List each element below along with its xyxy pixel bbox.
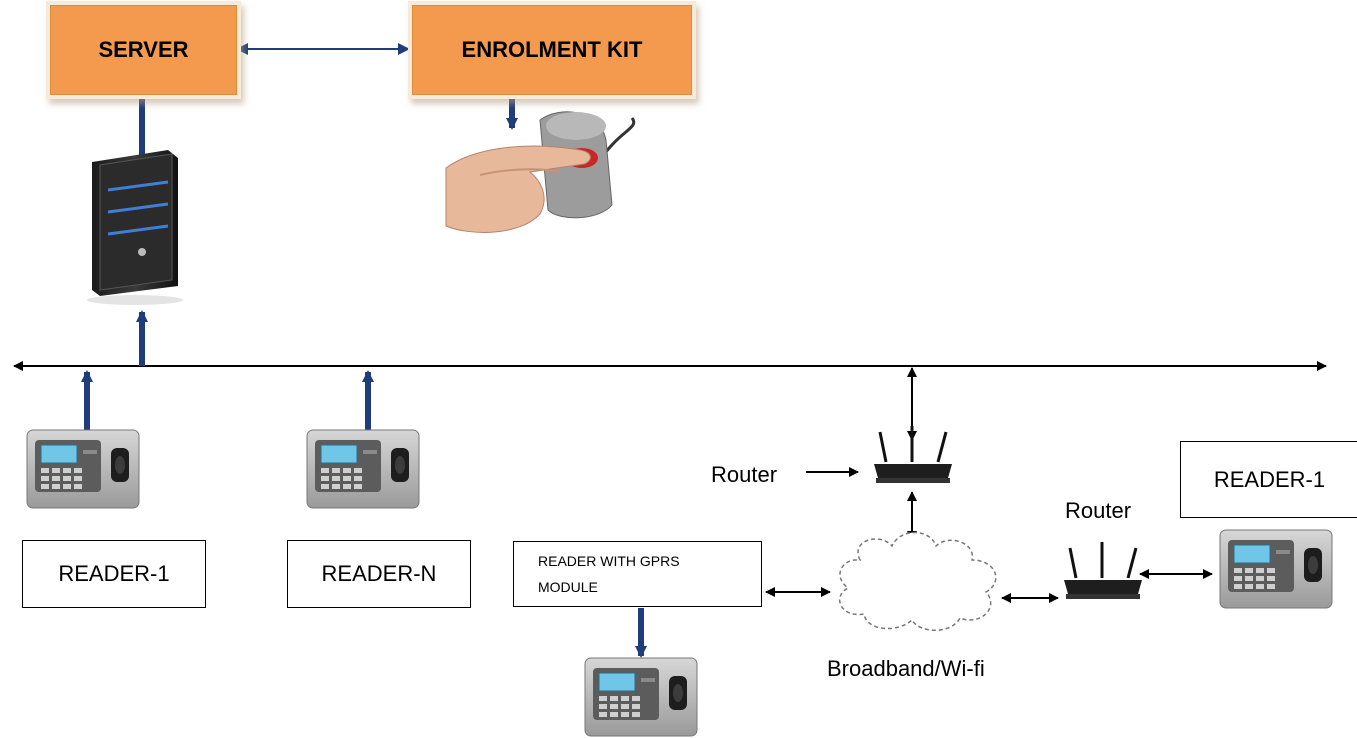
reader-1-label: READER-1 <box>58 561 170 586</box>
readern-device-image <box>306 429 420 509</box>
server-tower-image <box>87 150 183 305</box>
reader-right-device-image <box>1219 529 1333 609</box>
reader-n-box: READER-N <box>287 540 471 608</box>
router-right-label: Router <box>1065 498 1132 523</box>
server-box: SERVER <box>50 5 237 95</box>
broadband-label: Broadband/Wi-fi <box>827 656 985 681</box>
reader1-device-image <box>26 429 140 509</box>
enrolment-kit-label: ENROLMENT KIT <box>461 37 643 62</box>
reader-gprs-label-line1: READER WITH GPRS <box>538 553 680 569</box>
router-right-image <box>1062 540 1144 601</box>
enrolment-kit-box: ENROLMENT KIT <box>412 5 692 95</box>
server-box-label: SERVER <box>98 37 189 62</box>
reader-n-label: READER-N <box>321 561 437 586</box>
reader-1-box: READER-1 <box>22 540 206 608</box>
fingerprint-scanner-image <box>445 111 636 233</box>
reader-1-right-box: READER-1 <box>1180 441 1357 518</box>
broadband-cloud <box>838 531 997 631</box>
gprs-reader-device-image <box>584 657 698 737</box>
reader-gprs-box: READER WITH GPRS MODULE <box>513 541 762 607</box>
router-left-label: Router <box>711 462 778 487</box>
reader-gprs-label-line2: MODULE <box>538 579 598 595</box>
router-left-image <box>872 424 954 485</box>
reader-1-right-label: READER-1 <box>1213 466 1326 492</box>
